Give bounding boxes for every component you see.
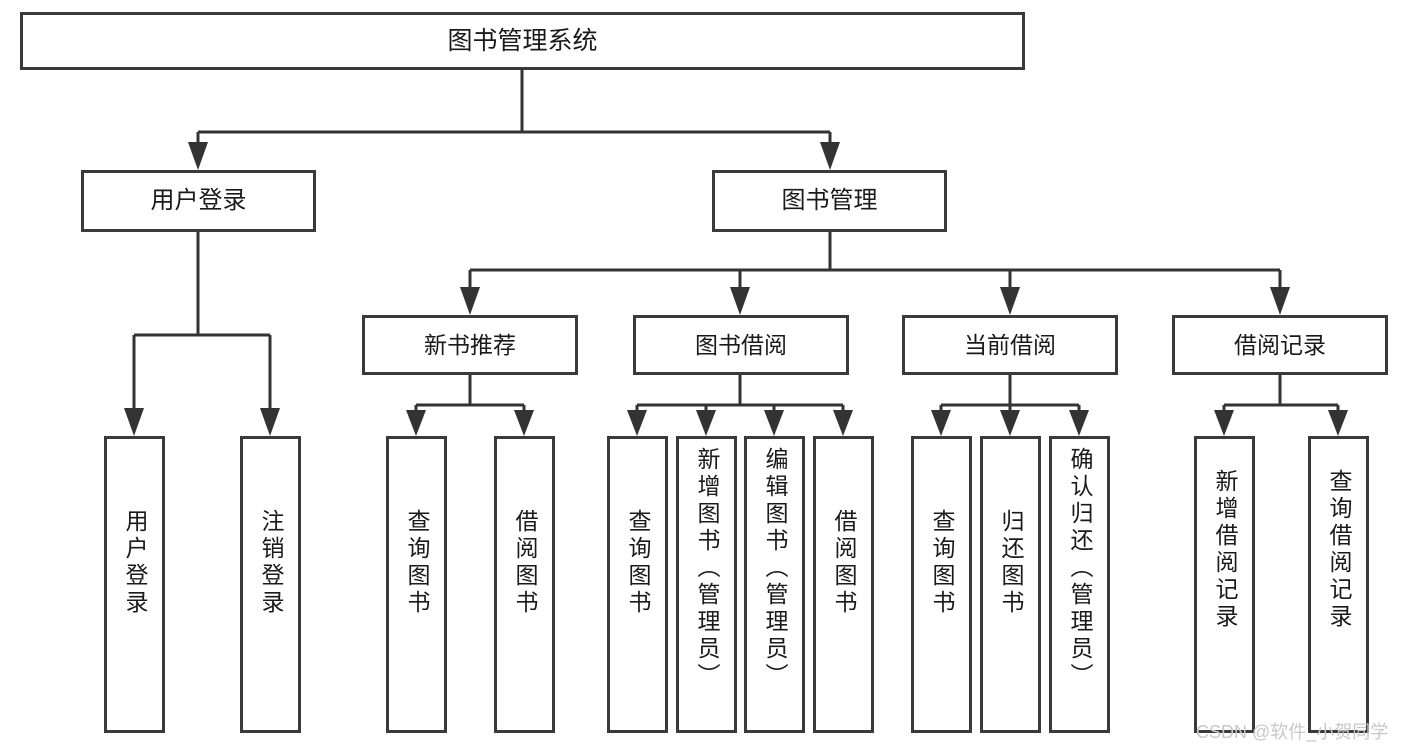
arrow-br-leaf-1 — [1214, 410, 1234, 436]
node-user-login[interactable]: 用户登录 — [81, 170, 316, 232]
leaf-logout-label: 注销登录 — [258, 509, 284, 617]
arrow-book-manage — [820, 142, 840, 170]
leaf-return-book[interactable]: 归还图书 — [980, 436, 1041, 733]
node-book-manage[interactable]: 图书管理 — [712, 170, 947, 232]
leaf-query-book-2[interactable]: 查询图书 — [607, 436, 668, 733]
leaf-user-login[interactable]: 用户登录 — [104, 436, 165, 733]
arrow-leaf-user-login — [124, 408, 144, 436]
arrow-bb-leaf-2 — [696, 410, 716, 436]
leaf-add-book-label: 新增图书（管理员） — [694, 447, 720, 690]
arrow-borrow-record — [1270, 287, 1290, 315]
arrow-new-book-recommend — [460, 287, 480, 315]
leaf-add-record[interactable]: 新增借阅记录 — [1194, 436, 1255, 733]
leaf-query-book-3-label: 查询图书 — [929, 509, 955, 617]
leaf-query-book-2-label: 查询图书 — [625, 509, 651, 617]
arrow-user-login — [188, 142, 208, 170]
arrow-cb-leaf-3 — [1069, 410, 1089, 436]
leaf-add-record-label: 新增借阅记录 — [1212, 469, 1238, 631]
node-new-book-recommend-label: 新书推荐 — [424, 331, 516, 358]
leaf-borrow-book-2-label: 借阅图书 — [831, 509, 857, 617]
node-borrow-record[interactable]: 借阅记录 — [1172, 315, 1388, 375]
leaf-query-book-1[interactable]: 查询图书 — [386, 436, 447, 733]
node-book-manage-label: 图书管理 — [781, 187, 878, 215]
arrow-bb-leaf-4 — [833, 410, 853, 436]
leaf-query-book-1-label: 查询图书 — [404, 509, 430, 617]
arrow-bb-leaf-1 — [627, 410, 647, 436]
arrow-nbr-leaf-1 — [406, 410, 426, 436]
arrow-book-borrow — [730, 287, 750, 315]
node-borrow-record-label: 借阅记录 — [1234, 331, 1326, 358]
node-book-borrow-label: 图书借阅 — [695, 331, 787, 358]
node-new-book-recommend[interactable]: 新书推荐 — [362, 315, 578, 375]
leaf-query-book-3[interactable]: 查询图书 — [911, 436, 972, 733]
leaf-borrow-book-1-label: 借阅图书 — [512, 509, 538, 617]
leaf-borrow-book-1[interactable]: 借阅图书 — [494, 436, 555, 733]
arrow-bb-leaf-3 — [764, 410, 784, 436]
arrow-cb-leaf-1 — [931, 410, 951, 436]
leaf-return-book-label: 归还图书 — [998, 509, 1024, 617]
csdn-watermark: CSDN @软件_小贺同学 — [1196, 722, 1389, 742]
leaf-edit-book-label: 编辑图书（管理员） — [762, 447, 788, 690]
arrow-nbr-leaf-2 — [514, 410, 534, 436]
leaf-confirm-return[interactable]: 确认归还（管理员） — [1049, 436, 1110, 733]
arrow-current-borrow — [1000, 287, 1020, 315]
leaf-confirm-return-label: 确认归还（管理员） — [1067, 447, 1093, 690]
node-current-borrow[interactable]: 当前借阅 — [902, 315, 1118, 375]
leaf-borrow-book-2[interactable]: 借阅图书 — [813, 436, 874, 733]
node-root[interactable]: 图书管理系统 — [20, 12, 1025, 70]
leaf-add-book[interactable]: 新增图书（管理员） — [676, 436, 737, 733]
node-user-login-label: 用户登录 — [150, 187, 247, 215]
leaf-query-record[interactable]: 查询借阅记录 — [1308, 436, 1369, 733]
node-current-borrow-label: 当前借阅 — [964, 331, 1056, 358]
arrow-br-leaf-2 — [1328, 410, 1348, 436]
leaf-user-login-label: 用户登录 — [122, 509, 148, 617]
leaf-query-record-label: 查询借阅记录 — [1326, 469, 1352, 631]
arrow-cb-leaf-2 — [1000, 410, 1020, 436]
leaf-logout[interactable]: 注销登录 — [240, 436, 301, 733]
arrow-leaf-logout — [260, 408, 280, 436]
node-book-borrow[interactable]: 图书借阅 — [633, 315, 849, 375]
leaf-edit-book[interactable]: 编辑图书（管理员） — [744, 436, 805, 733]
node-root-label: 图书管理系统 — [447, 26, 598, 55]
